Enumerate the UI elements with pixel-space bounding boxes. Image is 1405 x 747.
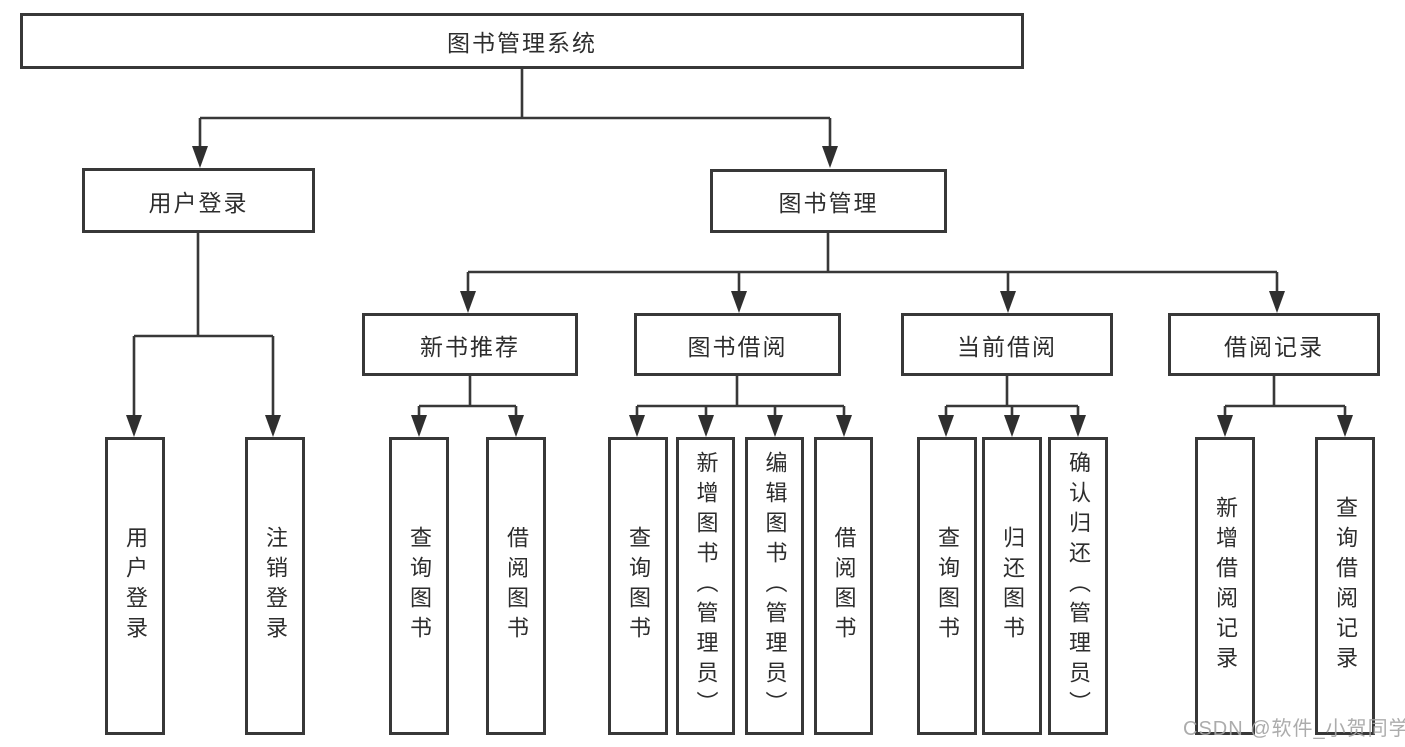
connector-records-to-leaves [1223,376,1347,415]
node-borrow-records: 借阅记录 [1168,313,1380,376]
node-label: 查询图书 [407,526,432,646]
connector-root-to-level2 [198,69,832,146]
arrow-icon [192,146,208,168]
node-current-borrow: 当前借阅 [901,313,1113,376]
node-label: 新书推荐 [420,333,520,360]
node-root-system: 图书管理系统 [20,13,1024,69]
arrow-icon [938,415,954,437]
connector-borrow-to-leaves [635,376,846,415]
node-label: 借阅图书 [831,526,857,646]
node-label: 新增图书（管理员） [693,451,719,721]
leaf-add-books-admin: 新增图书（管理员） [676,437,735,735]
arrow-icon [1217,415,1233,437]
leaf-confirm-return-admin: 确认归还（管理员） [1048,437,1108,735]
leaf-query-books-current: 查询图书 [917,437,977,735]
leaf-query-books-recommend: 查询图书 [389,437,449,735]
node-label: 查询图书 [935,526,960,646]
node-label: 确认归还（管理员） [1066,451,1091,721]
node-label: 新增借阅记录 [1213,496,1238,676]
node-label: 用户登录 [123,526,148,646]
arrow-icon [698,415,714,437]
node-label: 图书管理 [778,190,879,216]
arrow-icon [1337,415,1353,437]
arrow-icon [1070,415,1086,437]
arrow-icon [822,146,838,168]
leaf-borrow-books: 借阅图书 [814,437,873,735]
arrow-icon [836,415,852,437]
node-user-login: 用户登录 [82,168,315,233]
arrow-icon [460,291,476,313]
arrow-icon [126,415,142,437]
node-label: 查询借阅记录 [1333,496,1358,676]
leaf-add-borrow-record: 新增借阅记录 [1195,437,1255,735]
arrow-icon [629,415,645,437]
leaf-borrow-books-recommend: 借阅图书 [486,437,546,735]
arrow-icon [508,415,524,437]
leaf-return-books: 归还图书 [982,437,1042,735]
arrow-icon [1269,291,1285,313]
connector-recommend-to-leaves [417,376,518,415]
arrow-icon [1004,415,1020,437]
node-label: 归还图书 [1000,526,1025,646]
node-label: 用户登录 [148,189,249,216]
node-label: 借阅记录 [1224,333,1324,360]
arrow-icon [1000,291,1016,313]
node-book-management: 图书管理 [710,169,947,233]
node-book-borrow: 图书借阅 [634,313,841,376]
csdn-watermark: CSDN @软件_小贺同学 [1183,718,1405,740]
node-label: 图书借阅 [687,333,788,360]
node-label: 查询图书 [626,526,651,646]
node-label: 当前借阅 [957,333,1057,360]
node-label: 注销登录 [263,526,288,646]
leaf-edit-books-admin: 编辑图书（管理员） [745,437,804,735]
node-label: 图书管理系统 [447,30,597,56]
leaf-logout: 注销登录 [245,437,305,735]
arrow-icon [265,415,281,437]
leaf-query-borrow-record: 查询借阅记录 [1315,437,1375,735]
leaf-query-books-borrow: 查询图书 [608,437,668,735]
node-new-book-recommend: 新书推荐 [362,313,578,376]
leaf-user-login: 用户登录 [105,437,165,735]
arrow-icon [767,415,783,437]
arrow-icon [411,415,427,437]
node-label: 借阅图书 [504,526,529,646]
connector-user-login-to-leaves [132,233,275,415]
node-label: 编辑图书（管理员） [762,451,788,721]
connector-book-mgmt-to-level3 [466,233,1279,291]
connector-current-to-leaves [944,376,1080,415]
arrow-icon [731,291,747,313]
